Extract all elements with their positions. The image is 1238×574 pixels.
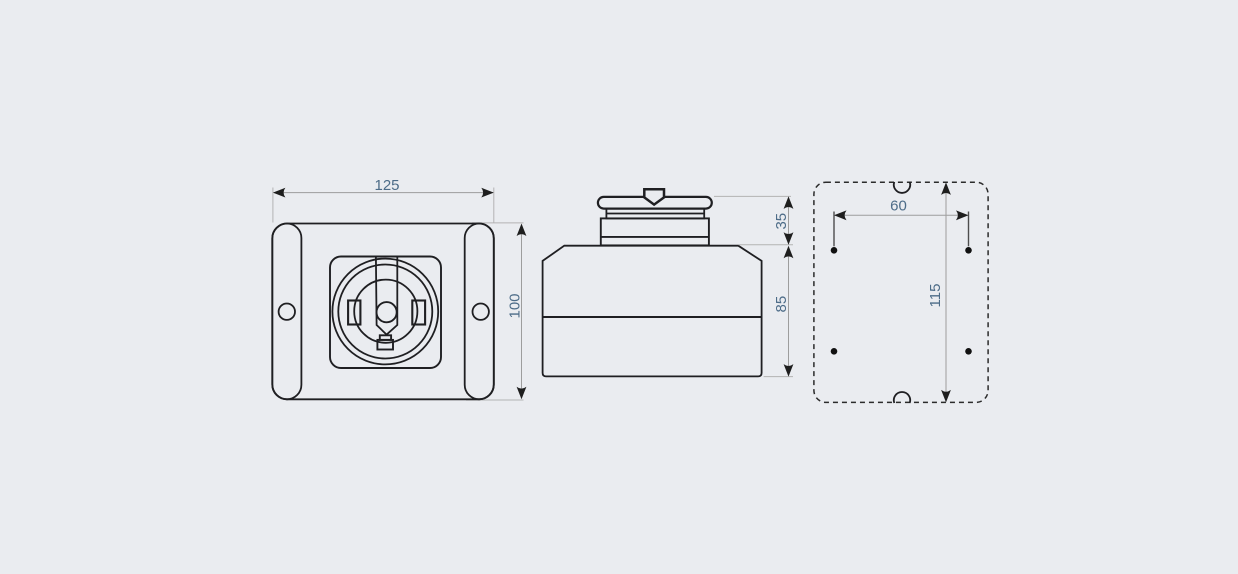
svg-text:85: 85 [773,296,790,313]
svg-text:115: 115 [927,284,944,308]
svg-text:125: 125 [374,177,399,194]
svg-text:100: 100 [507,293,524,318]
svg-text:35: 35 [773,213,790,230]
svg-text:60: 60 [890,197,907,214]
